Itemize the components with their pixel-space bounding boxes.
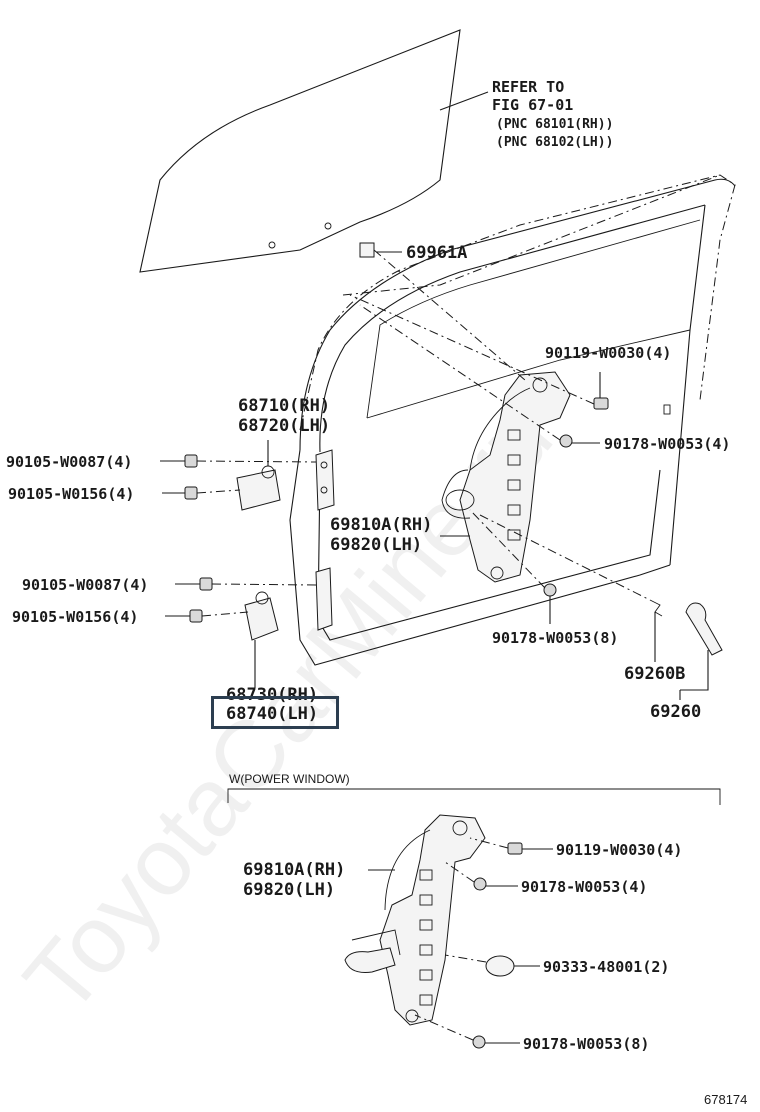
label-68730: 68730(RH) [226, 685, 318, 705]
bolt-90105-156-a [184, 486, 198, 500]
label-69820-top: 69820(LH) [330, 535, 422, 555]
leader-inset-90333-dash [444, 954, 487, 963]
inset-nut-90178-b [472, 1035, 486, 1049]
inset-plug-90333 [485, 955, 515, 977]
label-inset-90119: 90119-W0030(4) [556, 841, 682, 859]
label-inset-90178-b: 90178-W0053(8) [523, 1035, 649, 1053]
nut-90178-mid [543, 583, 557, 597]
label-68710: 68710(RH) [238, 396, 330, 416]
figure-number: 678174 [704, 1092, 747, 1107]
label-inset-69810a: 69810A(RH) [243, 860, 345, 880]
bolt-90105-156-b [189, 609, 203, 623]
leader-inset-90178-b-dash [414, 1014, 474, 1041]
refer-note-line4: (PNC 68102(LH)) [496, 135, 613, 150]
leader-90178-top-dash [359, 304, 561, 441]
leader-inset-90119-dash [469, 837, 509, 849]
bolt-90119-top [593, 397, 609, 410]
label-90105-156-a: 90105-W0156(4) [8, 485, 134, 503]
label-90119-top: 90119-W0030(4) [545, 344, 671, 362]
leader-90119-dash [349, 294, 595, 405]
label-90105-87-a: 90105-W0087(4) [6, 453, 132, 471]
label-90105-156-b: 90105-W0156(4) [12, 608, 138, 626]
bolt-90105-87-b [199, 577, 213, 591]
label-inset-90178-a: 90178-W0053(4) [521, 878, 647, 896]
leader-handle-dash [479, 514, 651, 601]
label-69810a-top: 69810A(RH) [330, 515, 432, 535]
window-regulator [441, 371, 571, 583]
door-frame [289, 174, 736, 666]
label-inset-90333: 90333-48001(2) [543, 958, 669, 976]
refer-note-line3: (PNC 68101(RH)) [496, 117, 613, 132]
leader-refer [439, 91, 489, 111]
inset-title: W(POWER WINDOW) [229, 772, 350, 786]
leader-hinge-a-dash1 [196, 460, 317, 463]
label-69260b: 69260B [624, 664, 685, 684]
leader-90178-mid-dash [469, 509, 546, 589]
refer-note-line1: REFER TO [492, 78, 564, 96]
leader-hinge-b-dash2 [201, 611, 249, 617]
leader-inset-90178-a-dash [444, 861, 475, 883]
inset-regulator [344, 814, 486, 1026]
label-69260: 69260 [650, 702, 701, 722]
nut-90178-top [559, 434, 573, 448]
label-68740: 68740(LH) [226, 704, 318, 724]
label-90178-top: 90178-W0053(4) [604, 435, 730, 453]
inset-box [227, 788, 721, 805]
leader-69961a-dash [373, 249, 526, 381]
leader-hinge-b-dash1 [211, 583, 317, 586]
hinge-lower [244, 567, 333, 641]
hinge-upper [236, 449, 335, 511]
label-69961a: 69961A [406, 243, 467, 263]
glass-clip-69961a [359, 242, 375, 258]
inset-nut-90178-a [473, 877, 487, 891]
refer-note-line2: FIG 67-01 [492, 96, 573, 114]
door-glass [139, 29, 461, 273]
leader-hinge-a-dash2 [196, 489, 241, 494]
bolt-90105-87-a [184, 454, 198, 468]
label-90178-mid: 90178-W0053(8) [492, 629, 618, 647]
window-handle [649, 599, 723, 656]
inset-bolt-90119 [507, 842, 523, 855]
label-90105-87-b: 90105-W0087(4) [22, 576, 148, 594]
selected-part-highlight[interactable] [211, 696, 339, 729]
label-68720: 68720(LH) [238, 416, 330, 436]
leader-69260-bracket [680, 650, 709, 691]
label-inset-69820: 69820(LH) [243, 880, 335, 900]
